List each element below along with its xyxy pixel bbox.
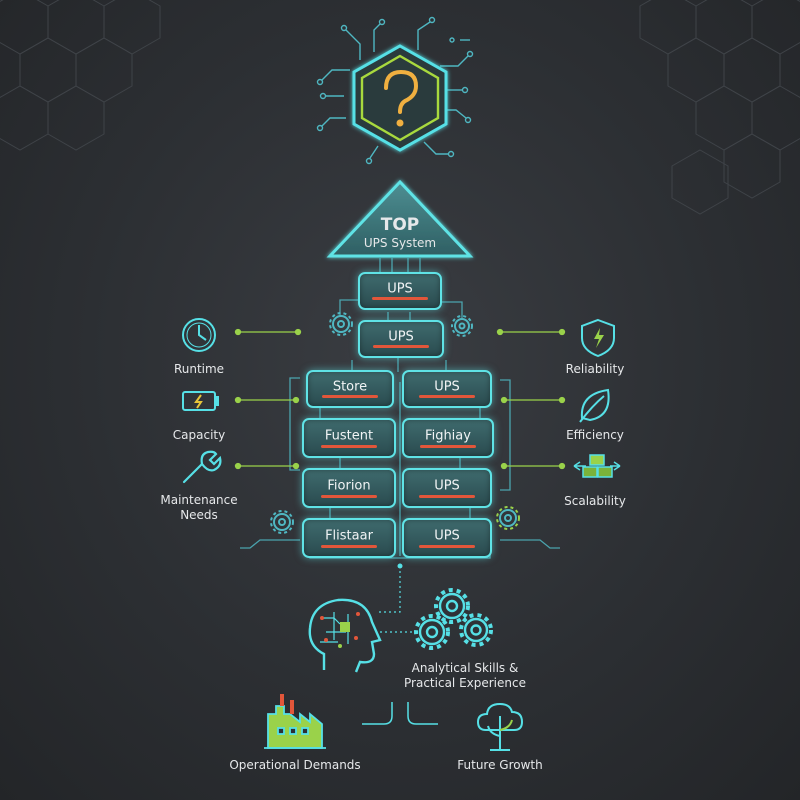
maintenance-needs-label: Maintenance Needs <box>160 493 238 522</box>
stack-box-fiorion[interactable]: Fiorion <box>302 468 396 508</box>
efficiency-label: Efficiency <box>566 428 624 442</box>
reliability-label: Reliability <box>565 362 625 376</box>
right-connectors <box>496 328 566 470</box>
gears-icon <box>414 588 493 650</box>
question-hex-icon <box>316 16 474 165</box>
red-indicator <box>321 445 377 448</box>
stack-gears <box>270 312 520 534</box>
dotted-connectors <box>378 566 412 633</box>
cloud-plant-icon <box>476 702 524 751</box>
runtime-label: Runtime <box>173 362 225 376</box>
battery-icon <box>182 391 219 411</box>
stack-box-ups-3[interactable]: UPS <box>402 370 492 408</box>
factory-icon <box>264 694 326 749</box>
stack-box-ups-5[interactable]: UPS <box>402 518 492 558</box>
stack-connectors <box>240 258 560 559</box>
stack-box-label: Flistaar <box>325 528 373 544</box>
capacity-label: Capacity <box>172 428 226 442</box>
red-indicator <box>321 545 377 548</box>
stack-box-fustent[interactable]: Fustent <box>302 418 396 458</box>
skills-label: Analytical Skills & Practical Experience <box>404 661 526 690</box>
top-triangle <box>326 179 474 258</box>
stack-box-flistaar[interactable]: Flistaar <box>302 518 396 558</box>
red-indicator <box>373 345 429 348</box>
wrench-icon <box>182 450 222 484</box>
red-indicator <box>372 297 428 300</box>
clock-icon <box>182 318 216 352</box>
stack-box-fighiay[interactable]: Fighiay <box>402 418 494 458</box>
stack-box-label: Fiorion <box>327 478 371 494</box>
shield-icon <box>581 318 615 358</box>
red-indicator <box>419 545 475 548</box>
future-growth-label: Future Growth <box>457 758 543 772</box>
stack-box-store[interactable]: Store <box>306 370 394 408</box>
hex-pattern-right <box>639 0 800 215</box>
leaf-icon <box>579 388 610 423</box>
stack-box-label: UPS <box>388 329 414 345</box>
operational-demands-label: Operational Demands <box>229 758 361 772</box>
stack-box-label: Fustent <box>324 428 374 444</box>
red-indicator <box>321 495 377 498</box>
top-subtitle: UPS System <box>363 236 437 250</box>
brain-head-icon <box>308 598 382 673</box>
hex-pattern-left <box>0 0 161 151</box>
stack-box-label: Store <box>332 379 368 395</box>
red-indicator <box>420 445 476 448</box>
stack-box-label: Fighiay <box>425 428 471 444</box>
left-connectors <box>234 328 302 470</box>
stack-box-label: UPS <box>434 528 460 544</box>
red-indicator <box>419 495 475 498</box>
top-title: TOP <box>380 215 420 235</box>
stack-box-ups-4[interactable]: UPS <box>402 468 492 508</box>
stack-box-ups-1[interactable]: UPS <box>358 272 442 310</box>
stack-box-label: UPS <box>387 281 413 297</box>
scalability-label: Scalability <box>564 494 626 508</box>
bottom-connectors <box>362 702 438 725</box>
cubes-icon <box>573 454 621 478</box>
red-indicator <box>322 395 378 398</box>
red-indicator <box>419 395 475 398</box>
stack-box-label: UPS <box>434 379 460 395</box>
stack-box-label: UPS <box>434 478 460 494</box>
stack-box-ups-2[interactable]: UPS <box>358 320 444 358</box>
